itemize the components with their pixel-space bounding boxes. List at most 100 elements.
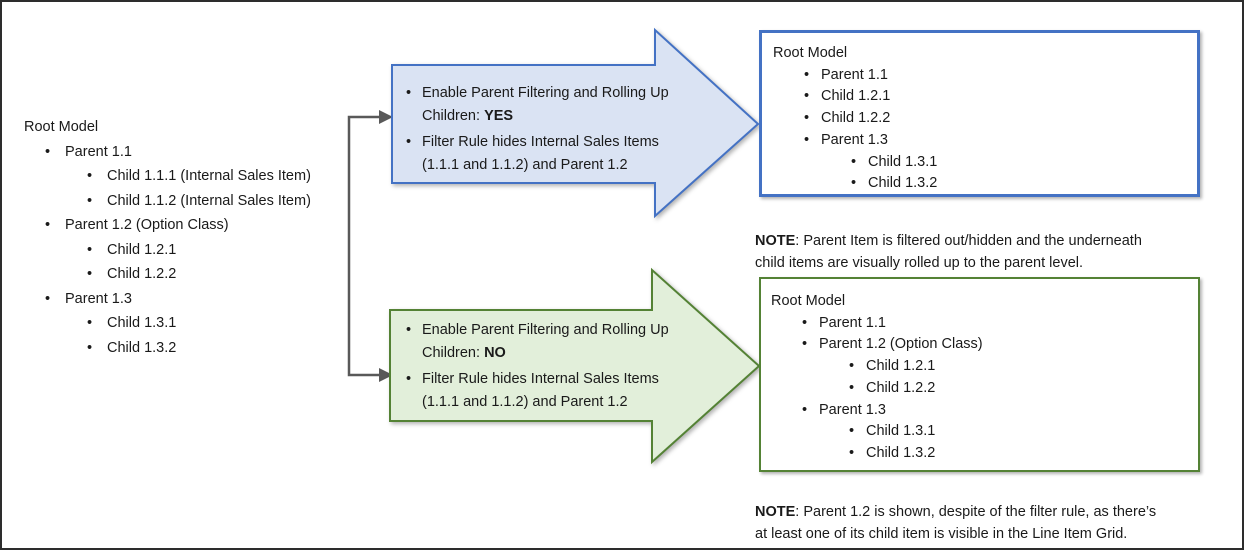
tree-item: • Child 1.3.1	[773, 152, 937, 174]
bullet-line: Filter Rule hides Internal Sales Items	[422, 371, 659, 387]
tree-item-label: Parent 1.2 (Option Class)	[65, 217, 229, 233]
bullet-line: Filter Rule hides Internal Sales Items	[422, 134, 659, 150]
tree-item-label: Child 1.2.1	[866, 358, 936, 375]
note-line: child items are visually rolled up to th…	[755, 255, 1084, 271]
bullet-icon: •	[87, 315, 93, 331]
tree-item: •Child 1.1.2 (Internal Sales Item)	[24, 189, 311, 214]
bullet-icon: •	[45, 217, 51, 233]
tree-item-label: Parent 1.1	[821, 66, 888, 83]
tree-item-label: Child 1.2.2	[866, 379, 936, 396]
tree-item-label: Parent 1.3	[821, 131, 888, 148]
tree-item: •Child 1.3.2	[24, 336, 311, 361]
bullet-icon: •	[802, 401, 808, 418]
tree-item-label: Child 1.3.1	[868, 153, 938, 170]
bullet-line: Enable Parent Filtering and Rolling Up	[422, 85, 669, 101]
yes-note: NOTE: Parent Item is filtered out/hidden…	[755, 230, 1235, 275]
bullet-item: • Enable Parent Filtering and Rolling Up…	[406, 82, 706, 128]
tree-item-label: Child 1.3.2	[868, 175, 938, 192]
bullet-item: • Enable Parent Filtering and Rolling Up…	[406, 319, 706, 365]
tree-item: • Child 1.2.2	[771, 378, 983, 400]
bullet-icon: •	[406, 134, 412, 150]
tree-item-label: Parent 1.1	[65, 143, 132, 160]
tree-item: • Parent 1.3	[771, 400, 983, 422]
tree-item: •Child 1.3.2	[771, 443, 983, 465]
connector-arrowhead-bottom	[379, 368, 393, 382]
bullet-line: Enable Parent Filtering and Rolling Up	[422, 322, 669, 338]
note-line: at least one of its child item is visibl…	[755, 526, 1128, 542]
bullet-icon: •	[87, 339, 93, 356]
bullet-icon: •	[406, 85, 412, 101]
bullet-line: (1.1.1 and 1.1.2) and Parent 1.2	[422, 394, 628, 410]
yes-result-tree: Root Model • Parent 1.1 • Child 1.2.1 • Chi…	[773, 43, 937, 195]
tree-item-label: Parent 1.1	[819, 314, 886, 331]
tree-item-label: Child 1.2.2	[821, 110, 891, 127]
setting-value: YES	[484, 108, 514, 124]
tree-item: •Child 1.2.2	[24, 262, 311, 287]
tree-item-label: Child 1.3.1	[107, 315, 177, 331]
bullet-item-text: Enable Parent Filtering and Rolling Up Ch…	[422, 319, 669, 365]
bullet-item: • Filter Rule hides Internal Sales Items…	[406, 368, 706, 414]
bullet-icon: •	[87, 241, 93, 258]
tree-item-label: Child 1.2.1	[821, 88, 891, 105]
bullet-icon: •	[87, 168, 93, 184]
tree-item: • Parent 1.2 (Option Class)	[24, 213, 311, 238]
bullet-icon: •	[851, 153, 857, 170]
tree-item-label: Root Model	[771, 293, 846, 309]
note-line: : Parent 1.2 is shown, despite of the fi…	[795, 503, 1157, 520]
tree-item-label: Parent 1.2 (Option Class)	[819, 336, 983, 353]
tree-item: • Child 1.3.1	[771, 421, 983, 443]
bullet-icon: •	[406, 371, 412, 387]
bullet-icon: •	[849, 423, 855, 440]
note-label: NOTE	[755, 503, 796, 520]
bullet-icon: •	[804, 110, 810, 127]
connector-arrowhead-top	[379, 110, 393, 124]
tree-item: •Parent 1.1	[771, 313, 983, 335]
tree-item: • Child 1.3.1	[24, 311, 311, 336]
tree-item: •Parent 1.3	[24, 287, 311, 312]
no-result-tree: Root Model •Parent 1.1 •Parent 1.2 (Opti…	[771, 291, 983, 465]
tree-item: • Child 1.2.1	[24, 238, 311, 263]
note-label: NOTE	[755, 232, 796, 249]
tree-item: • Child 1.3.2	[773, 173, 937, 195]
tree-item: • Child 1.2.1	[773, 86, 937, 108]
tree-item-label: Child 1.2.2	[107, 266, 177, 282]
tree-item: • Child 1.1.1 (Internal Sales Item)	[24, 164, 311, 189]
bullet-line: Children:	[422, 108, 485, 124]
tree-item: • Parent 1.3	[773, 130, 937, 152]
bullet-line: (1.1.1 and 1.1.2) and Parent 1.2	[422, 157, 628, 173]
bullet-icon: •	[804, 88, 810, 105]
no-block-arrow-shape	[389, 267, 761, 465]
tree-item: Root Model	[24, 115, 311, 140]
tree-item-label: Child 1.3.1	[866, 423, 936, 440]
setting-value: NO	[484, 345, 506, 361]
bullet-item-text: Filter Rule hides Internal Sales Items (1…	[422, 368, 659, 414]
tree-item-label: Child 1.2.1	[107, 241, 177, 258]
bullet-line: Children:	[422, 345, 485, 361]
bullet-icon: •	[849, 379, 855, 396]
note-line: : Parent Item is filtered out/hidden and…	[795, 232, 1142, 249]
tree-item: • Child 1.2.2	[773, 108, 937, 130]
tree-item-label: Root Model	[24, 119, 99, 135]
tree-item-label: Root Model	[773, 45, 848, 61]
bullet-item-text: Filter Rule hides Internal Sales Items (1…	[422, 131, 659, 177]
no-result-box: Root Model •Parent 1.1 •Parent 1.2 (Opti…	[759, 277, 1200, 472]
tree-item-label: Child 1.1.2 (Internal Sales Item)	[107, 192, 311, 209]
bullet-icon: •	[851, 175, 857, 192]
bullet-icon: •	[804, 131, 810, 148]
tree-item-label: Parent 1.3	[819, 401, 886, 418]
tree-item: Root Model	[771, 291, 983, 313]
tree-item: • Parent 1.1	[773, 65, 937, 87]
bullet-icon: •	[804, 66, 810, 83]
yes-arrow-text: • Enable Parent Filtering and Rolling Up…	[406, 82, 706, 177]
yes-block-arrow-shape	[391, 27, 760, 219]
bullet-item-text: Enable Parent Filtering and Rolling Up Ch…	[422, 82, 669, 128]
tree-item-label: Child 1.3.2	[866, 444, 936, 461]
tree-item: •Child 1.2.1	[771, 356, 983, 378]
tree-item: Root Model	[773, 43, 937, 65]
tree-item-label: Child 1.1.1 (Internal Sales Item)	[107, 168, 311, 184]
bullet-item: • Filter Rule hides Internal Sales Items…	[406, 131, 706, 177]
bullet-icon: •	[45, 143, 51, 160]
bullet-icon: •	[802, 336, 808, 353]
